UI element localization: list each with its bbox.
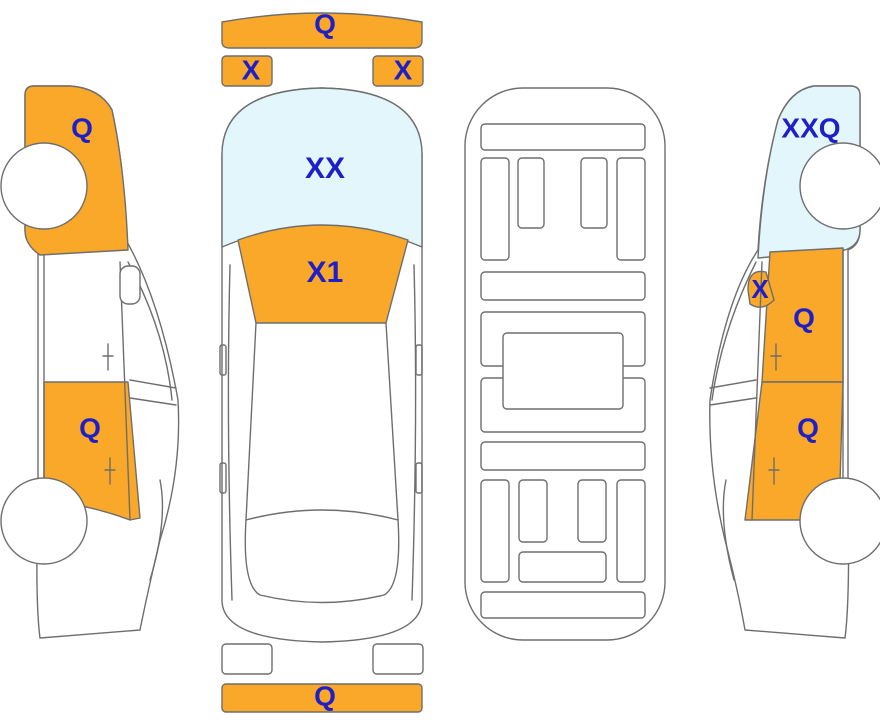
front-bumper-panel[interactable] xyxy=(221,12,423,49)
label-rear-bumper: Q xyxy=(314,680,336,711)
label-right-windshield: XXQ xyxy=(781,112,840,143)
rear-bumper-panel[interactable] xyxy=(221,683,423,713)
left-rear-wheel xyxy=(0,477,88,565)
car-left-side-view xyxy=(0,85,180,639)
front-area xyxy=(221,12,424,87)
right-rear-wheel xyxy=(799,477,880,565)
label-right-front-door: Q xyxy=(793,302,815,333)
rear-light-left-panel[interactable] xyxy=(221,643,273,675)
car-underbody-view xyxy=(464,87,666,641)
car-top-view xyxy=(219,87,423,643)
rear-area xyxy=(221,643,424,713)
front-light-right-panel[interactable] xyxy=(372,55,424,87)
label-front-light-left: X xyxy=(242,54,261,85)
left-front-wheel xyxy=(0,142,88,230)
label-right-rear-door: Q xyxy=(797,412,819,443)
label-left-front: Q xyxy=(71,112,93,143)
right-front-wheel xyxy=(799,142,880,230)
car-right-side-view xyxy=(709,85,880,639)
damage-labels: Q X X XX X1 Q Q XXQ X Q Q Q xyxy=(71,8,840,711)
front-light-left-panel[interactable] xyxy=(221,55,273,87)
label-front-bumper: Q xyxy=(314,8,336,39)
label-windshield: XX xyxy=(305,152,345,185)
label-left-rear-door: Q xyxy=(79,412,101,443)
hood-panel[interactable] xyxy=(237,224,409,324)
label-right-mirror: X xyxy=(751,274,769,304)
label-front-light-right: X xyxy=(394,54,413,85)
label-hood: X1 xyxy=(307,256,344,289)
rear-light-right-panel[interactable] xyxy=(372,643,424,675)
